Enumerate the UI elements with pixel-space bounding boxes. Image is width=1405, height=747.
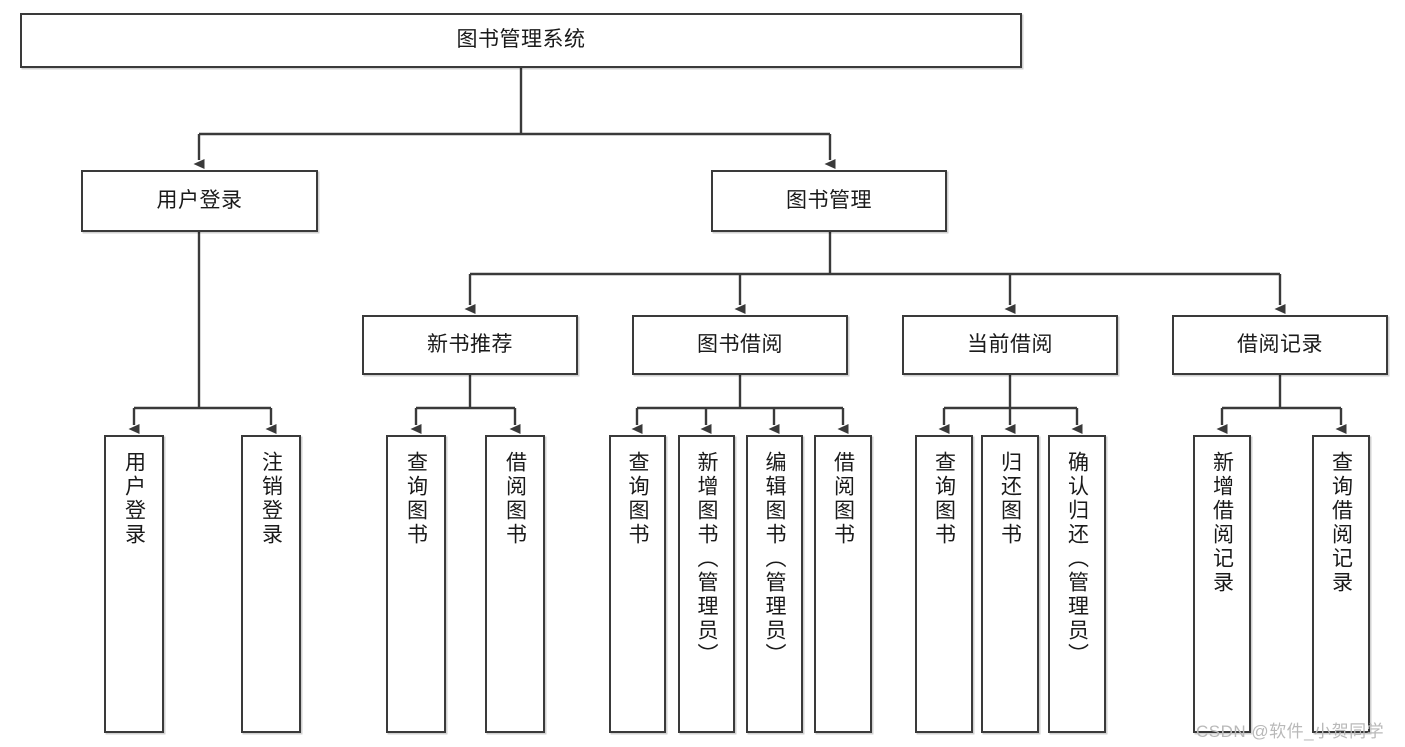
node-leaf-query-borrow-record-label: 查询借阅记录	[1329, 451, 1353, 595]
node-leaf-borrow-book-1-label: 借阅图书	[503, 451, 527, 547]
node-leaf-user-logout-label: 注销登录	[259, 451, 283, 547]
node-user-login-label: 用户登录	[156, 188, 243, 212]
node-leaf-return-book-label: 归还图书	[998, 451, 1022, 547]
node-borrow-record-label: 借阅记录	[1237, 332, 1323, 356]
node-leaf-add-borrow-record[interactable]: 新增借阅记录	[1193, 435, 1251, 733]
node-leaf-edit-book-admin[interactable]: 编辑图书（管理员）	[746, 435, 803, 733]
node-leaf-query-book-1[interactable]: 查询图书	[386, 435, 446, 733]
csdn-watermark: CSDN @软件_小贺同学	[1196, 722, 1385, 741]
node-leaf-user-logout[interactable]: 注销登录	[241, 435, 301, 733]
node-leaf-query-book-2-label: 查询图书	[626, 451, 649, 547]
node-leaf-borrow-book-2-label: 借阅图书	[831, 451, 855, 547]
node-leaf-query-borrow-record[interactable]: 查询借阅记录	[1312, 435, 1370, 733]
node-new-book-recommend[interactable]: 新书推荐	[362, 315, 578, 375]
node-book-manage[interactable]: 图书管理	[711, 170, 947, 232]
node-leaf-borrow-book-1[interactable]: 借阅图书	[485, 435, 545, 733]
node-leaf-query-book-3-label: 查询图书	[932, 451, 956, 547]
node-leaf-user-login[interactable]: 用户登录	[104, 435, 164, 733]
node-leaf-edit-book-admin-label: 编辑图书（管理员）	[763, 451, 786, 667]
node-user-login[interactable]: 用户登录	[81, 170, 318, 232]
node-leaf-return-book[interactable]: 归还图书	[981, 435, 1039, 733]
node-leaf-add-book-admin-label: 新增图书（管理员）	[695, 451, 718, 667]
node-new-book-recommend-label: 新书推荐	[427, 332, 513, 356]
node-leaf-query-book-3[interactable]: 查询图书	[915, 435, 973, 733]
node-current-borrow[interactable]: 当前借阅	[902, 315, 1118, 375]
node-leaf-query-book-1-label: 查询图书	[404, 451, 428, 547]
node-leaf-user-login-label: 用户登录	[122, 451, 146, 547]
node-borrow-record[interactable]: 借阅记录	[1172, 315, 1388, 375]
node-book-borrow-label: 图书借阅	[697, 332, 783, 356]
node-leaf-add-borrow-record-label: 新增借阅记录	[1210, 451, 1234, 595]
node-root-label: 图书管理系统	[456, 28, 586, 52]
node-current-borrow-label: 当前借阅	[967, 332, 1053, 356]
node-leaf-confirm-return-admin[interactable]: 确认归还（管理员）	[1048, 435, 1106, 733]
node-book-manage-label: 图书管理	[786, 188, 872, 212]
node-leaf-query-book-2[interactable]: 查询图书	[609, 435, 666, 733]
node-leaf-borrow-book-2[interactable]: 借阅图书	[814, 435, 872, 733]
node-leaf-add-book-admin[interactable]: 新增图书（管理员）	[678, 435, 735, 733]
node-root[interactable]: 图书管理系统	[20, 13, 1022, 68]
node-book-borrow[interactable]: 图书借阅	[632, 315, 848, 375]
node-leaf-confirm-return-admin-label: 确认归还（管理员）	[1065, 451, 1089, 667]
